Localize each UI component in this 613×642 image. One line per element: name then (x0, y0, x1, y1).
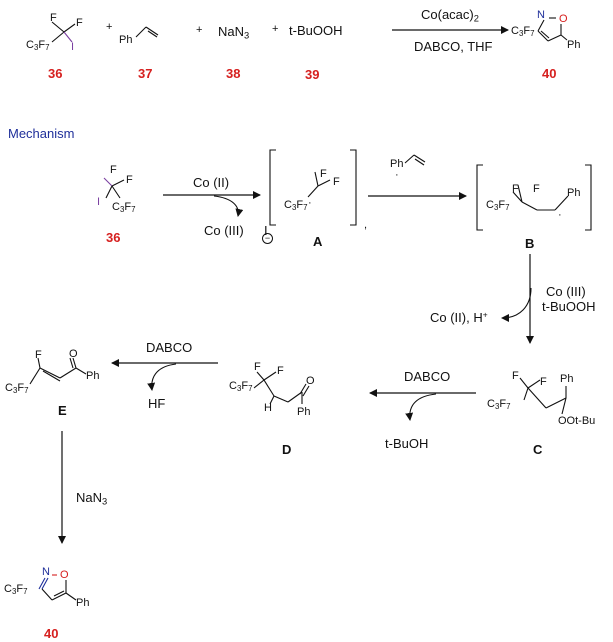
c-ph: Ph (560, 373, 574, 385)
bracket-b (476, 164, 592, 231)
reactant-36-f-top: F (50, 12, 57, 24)
reactant-36-f-right: F (76, 17, 83, 29)
reactant-36-c3f7: C3F7 (26, 39, 50, 52)
step2-styrene-bonds (404, 154, 426, 166)
a-comma-mark: , (364, 219, 368, 231)
e-c3f7: C3F7 (5, 382, 29, 395)
b-radical-dot: · (558, 209, 562, 221)
label-b: B (525, 236, 535, 251)
label-d: D (282, 442, 292, 457)
d-c3f7: C3F7 (229, 380, 253, 393)
step6-reagent: NaN3 (76, 490, 108, 507)
c-peroxide: OOt-Bu (558, 415, 596, 427)
step5-curved-arrow (147, 363, 177, 391)
conditions-base-solvent: DABCO, THF (414, 39, 493, 54)
b-ph: Ph (567, 187, 581, 199)
compound-number-40: 40 (542, 66, 557, 81)
d-f-left: F (254, 361, 261, 373)
mech-36-f-top: F (110, 164, 117, 176)
product-40-n: N (537, 9, 545, 21)
c-f-left: F (512, 370, 519, 382)
step2-radical-dot: · (395, 169, 399, 181)
product-40-bottom-o: O (60, 569, 69, 581)
d-ph: Ph (297, 406, 311, 418)
compound-number-36: 36 (48, 66, 63, 81)
step3-reagent-tbuooh: t-BuOOH (542, 299, 596, 314)
label-c: C (533, 442, 543, 457)
compound-number-37: 37 (138, 66, 153, 81)
bracket-a (269, 149, 357, 226)
reactant-36-iodine: I (71, 41, 75, 53)
styrene-37-ph: Ph (119, 34, 133, 46)
product-40-ph: Ph (567, 39, 581, 51)
e-oxygen: O (69, 348, 78, 360)
compound-number-38: 38 (226, 66, 241, 81)
step3-curved-arrow (501, 287, 532, 322)
b-f-left: F (512, 183, 519, 195)
step4-byproduct: t-BuOH (385, 436, 429, 451)
d-hydrogen: H (264, 402, 272, 414)
d-f-right: F (277, 365, 284, 377)
b-f-right: F (533, 183, 540, 195)
compound-c-bonds (519, 377, 567, 415)
compound-d-bonds (253, 371, 310, 405)
compound-number-39: 39 (305, 67, 320, 82)
step3-reagent-co3: Co (III) (546, 284, 586, 299)
c-c3f7: C3F7 (487, 398, 511, 411)
c-f-right: F (540, 376, 547, 388)
product-40-o: O (559, 13, 568, 25)
negative-charge-icon: − (262, 233, 273, 244)
step5-byproduct: HF (148, 396, 166, 411)
styrene-37-bonds (135, 26, 159, 38)
a-radical-dot: · (308, 197, 312, 209)
product-40-ring (537, 17, 568, 42)
step1-byproduct: Co (III) (204, 223, 244, 238)
step1-iodide: I (264, 223, 268, 238)
mech-compound-number-36: 36 (106, 230, 121, 245)
plus-3: + (272, 23, 279, 35)
step2-styrene-ph: Ph (390, 158, 404, 170)
a-f-top: F (320, 168, 327, 180)
mech-compound-number-40: 40 (44, 626, 59, 641)
reagent-38: NaN3 (218, 24, 250, 41)
label-e: E (58, 403, 67, 418)
reactant-36-bonds (51, 21, 76, 43)
mechanism-title: Mechanism (8, 126, 75, 141)
step4-reagent: DABCO (404, 369, 451, 384)
product-40-bottom-ph: Ph (76, 597, 90, 609)
d-oxygen: O (306, 375, 315, 387)
product-40-bottom-n: N (42, 566, 50, 578)
e-ph: Ph (86, 370, 100, 382)
mech-36-f-right: F (126, 174, 133, 186)
a-f-right: F (333, 176, 340, 188)
step4-curved-arrow (405, 393, 437, 421)
mech-36-c3f7: C3F7 (112, 201, 136, 214)
b-c3f7: C3F7 (486, 199, 510, 212)
step1-reagent: Co (II) (193, 175, 230, 190)
e-fluorine: F (35, 349, 42, 361)
compound-e-bonds (29, 357, 87, 385)
mech-36-iodine: I (97, 196, 101, 208)
plus-2: + (196, 24, 203, 36)
product-40-c3f7: C3F7 (511, 25, 535, 38)
product-40-bottom-c3f7: C3F7 (4, 583, 28, 596)
conditions-catalyst: Co(acac)2 (421, 7, 479, 24)
step1-curved-arrow (213, 195, 244, 217)
label-a: A (313, 234, 323, 249)
step3-byproduct: Co (II), H+ (430, 309, 488, 325)
mech-36-bonds (103, 177, 125, 199)
product-40-bottom-ring (38, 574, 77, 601)
step5-reagent: DABCO (146, 340, 193, 355)
plus-1: + (106, 21, 113, 33)
reagent-39: t-BuOOH (289, 23, 343, 38)
a-c3f7: C3F7 (284, 199, 308, 212)
